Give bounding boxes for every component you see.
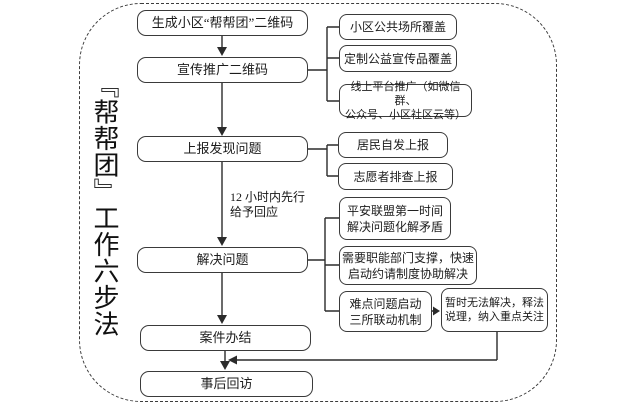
step-promote-qrcode: 宣传推广二维码 bbox=[137, 57, 308, 83]
response-time-annotation: 12 小时内先行 给予回应 bbox=[230, 190, 306, 219]
step-case-closed: 案件办结 bbox=[140, 325, 311, 351]
branch-resident-report: 居民自发上报 bbox=[338, 132, 448, 158]
branch-hardcase-linkage-mechanism: 难点问题启动 三所联动机制 bbox=[339, 291, 432, 332]
step-solve-problems: 解决问题 bbox=[137, 247, 308, 273]
dashed-border-frame bbox=[79, 3, 557, 402]
branch-online-platform-promotion: 线上平台推广（如微信群、 公众号、小区社区云等） bbox=[339, 81, 472, 121]
branch-public-places-coverage: 小区公共场所覆盖 bbox=[339, 14, 457, 40]
branch-custom-materials-coverage: 定制公益宣传品覆盖 bbox=[339, 45, 457, 72]
step-followup-visit: 事后回访 bbox=[140, 371, 313, 397]
branch-volunteer-report: 志愿者排查上报 bbox=[338, 163, 453, 190]
step-generate-qrcode: 生成小区“帮帮团”二维码 bbox=[137, 10, 308, 36]
step-report-problems: 上报发现问题 bbox=[137, 136, 308, 162]
diagram-title: 『帮帮团』工作六步法 bbox=[90, 72, 119, 337]
branch-unsolved-key-attention: 暂时无法解决，释法 说理，纳入重点关注 bbox=[441, 288, 548, 332]
branch-department-support: 需要职能部门支撑，快速 启动约请制度协助解决 bbox=[339, 246, 477, 285]
branch-alliance-first-response: 平安联盟第一时间 解决问题化解矛盾 bbox=[339, 197, 451, 240]
